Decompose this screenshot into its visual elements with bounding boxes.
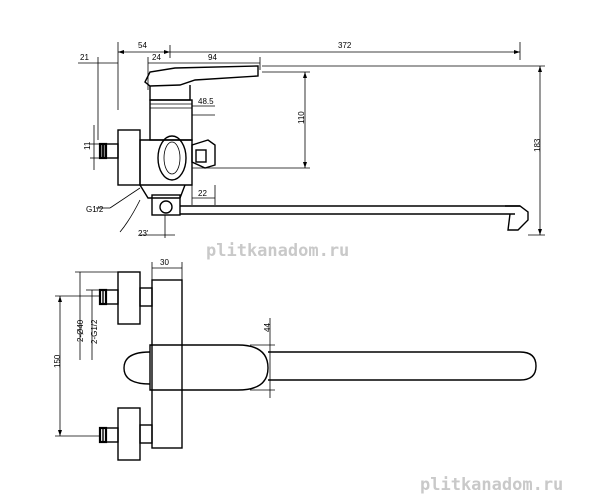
dim-54: 54 bbox=[138, 41, 147, 50]
dim-phi40: 2-Ø40 bbox=[76, 319, 85, 342]
dim-183: 183 bbox=[533, 138, 542, 152]
dim-30: 30 bbox=[160, 258, 169, 267]
dim-g12-top: G1/2 bbox=[86, 205, 104, 214]
dim-22: 22 bbox=[198, 189, 207, 198]
dim-48-5: 48.5 bbox=[198, 97, 214, 106]
dim-24: 24 bbox=[152, 53, 161, 62]
watermark-center: plitkanadom.ru bbox=[206, 241, 349, 261]
side-elevation-view: 54 372 21 24 94 48.5 110 183 11 22 G1/2 … bbox=[78, 41, 545, 238]
dim-44: 44 bbox=[263, 323, 272, 332]
dim-150: 150 bbox=[53, 354, 62, 368]
dim-110: 110 bbox=[297, 111, 306, 124]
plan-view: 30 44 150 2-Ø40 2-G1/2 bbox=[53, 258, 537, 461]
dim-372: 372 bbox=[338, 41, 352, 50]
watermark-bottom: plitkanadom.ru bbox=[420, 475, 563, 495]
dim-94: 94 bbox=[208, 53, 217, 62]
dim-g12-bottom: 2-G1/2 bbox=[90, 319, 99, 344]
dim-23-deg: 23' bbox=[138, 229, 149, 238]
dim-11: 11 bbox=[83, 141, 92, 150]
dim-21: 21 bbox=[80, 53, 89, 62]
